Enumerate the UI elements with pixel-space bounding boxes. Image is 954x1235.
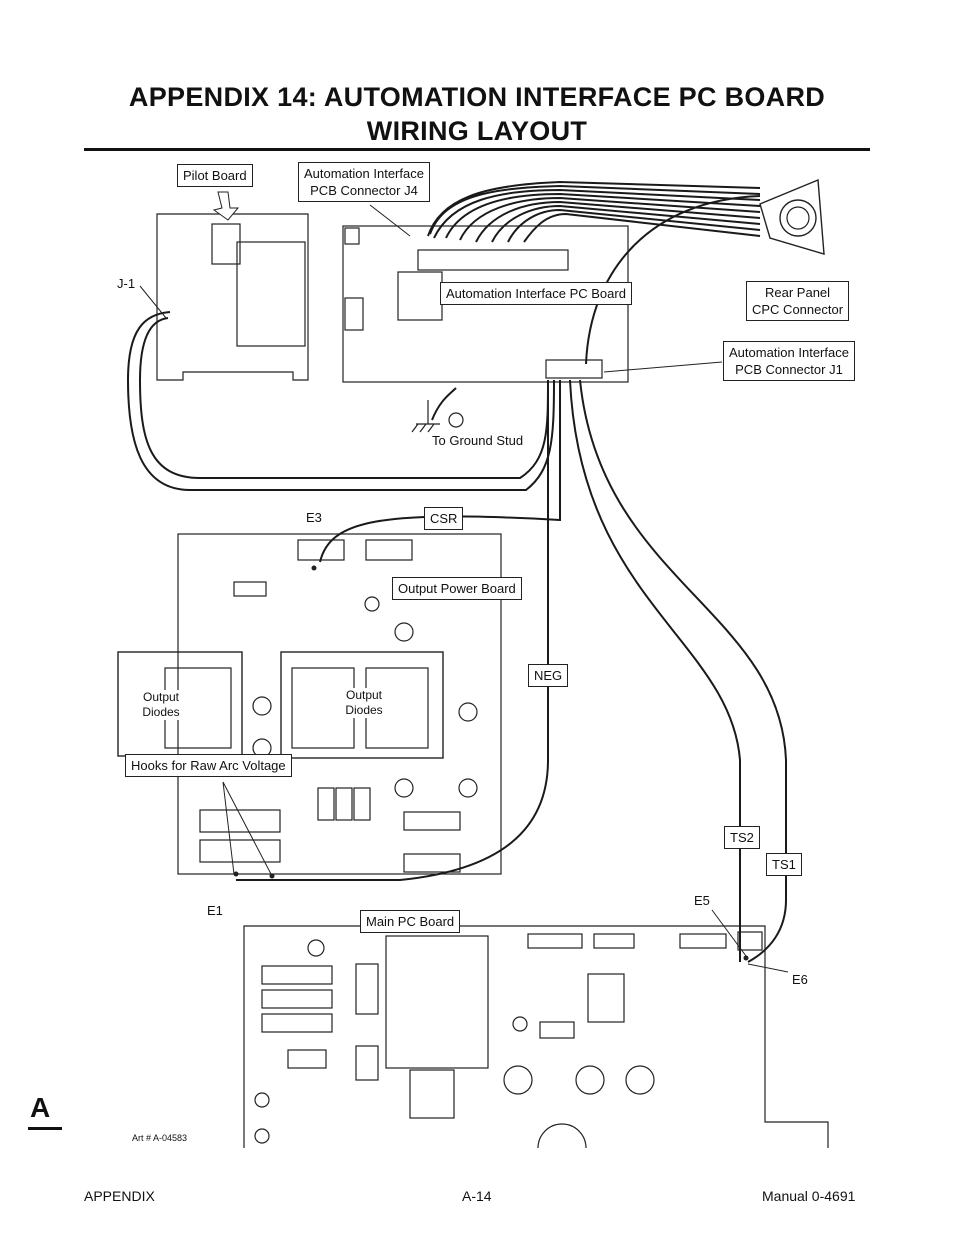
output-diodes-left-line-1: Output	[142, 690, 180, 704]
label-e1: E1	[207, 903, 223, 918]
pilot-harness-outer	[138, 317, 549, 479]
cpc-lower-wire	[585, 195, 761, 365]
ground-wire	[431, 387, 457, 421]
output-diodes-left-line-2: Diodes	[142, 705, 180, 719]
label-e6: E6	[792, 972, 808, 987]
appendix-tab-letter: A	[30, 1092, 51, 1123]
callout-j4-line-1: Automation Interface	[304, 166, 424, 181]
callout-pilot-board: Pilot Board	[177, 164, 253, 187]
j1-connector-block	[545, 359, 603, 379]
callout-cpc-connector: Rear Panel CPC Connector	[746, 281, 850, 321]
callout-output-power-board: Output Power Board	[392, 577, 522, 600]
callout-j1-line-2: PCB Connector J1	[735, 362, 843, 377]
ground-symbol	[411, 400, 440, 433]
title-rule	[84, 148, 870, 151]
output-diodes-right-line-1: Output	[345, 688, 383, 702]
csr-wire	[319, 380, 561, 563]
label-j1-pilot: J-1	[117, 276, 136, 291]
page-title-line-2: WIRING LAYOUT	[366, 116, 588, 146]
main-pc-board-transformer	[385, 935, 489, 1069]
callout-j1-connector: Automation Interface PCB Connector J1	[723, 341, 855, 381]
page-title-line-1: APPENDIX 14: AUTOMATION INTERFACE PC BOA…	[128, 82, 826, 112]
pilot-board-outline	[156, 213, 309, 381]
output-diodes-right-line-2: Diodes	[345, 703, 383, 717]
callout-neg: NEG	[528, 664, 569, 687]
neg-wire	[236, 380, 549, 881]
callout-cpc-line-2: CPC Connector	[752, 302, 844, 317]
callout-main-pc-board: Main PC Board	[360, 910, 461, 933]
callout-csr: CSR	[424, 507, 464, 530]
callout-ts2: TS2	[724, 826, 760, 849]
output-diodes-right-label: Output Diodes	[340, 688, 388, 718]
pilot-board-transformer	[236, 241, 306, 347]
label-e3: E3	[306, 510, 322, 525]
callout-hooks-raw-arc-voltage: Hooks for Raw Arc Voltage	[125, 754, 292, 777]
ts1-wire	[579, 379, 787, 963]
callout-cpc-line-1: Rear Panel	[765, 285, 831, 300]
art-number: Art # A-04583	[132, 1133, 188, 1143]
callout-ts1: TS1	[766, 853, 802, 876]
callout-j4-line-2: PCB Connector J4	[310, 183, 418, 198]
j4-harness-wires	[427, 180, 761, 243]
footer-page-number: A-14	[462, 1188, 492, 1204]
callout-automation-interface-board: Automation Interface PC Board	[440, 282, 632, 305]
label-ground-stud: To Ground Stud	[432, 433, 524, 448]
output-diodes-left-label: Output Diodes	[138, 690, 184, 720]
footer-left: APPENDIX	[84, 1188, 155, 1204]
callout-j1-line-1: Automation Interface	[729, 345, 849, 360]
ts2-wire	[569, 379, 741, 962]
appendix-tab-underline	[28, 1127, 62, 1130]
output-diodes-right-block	[280, 651, 444, 759]
cpc-connector-flange	[759, 178, 825, 255]
callout-j4-connector: Automation Interface PCB Connector J4	[298, 162, 430, 202]
footer-manual-number: Manual 0-4691	[762, 1188, 856, 1204]
label-e5: E5	[694, 893, 710, 908]
main-pc-board-outline	[243, 925, 829, 1148]
pilot-harness-inner	[126, 311, 555, 491]
j4-connector-strip	[417, 249, 569, 271]
